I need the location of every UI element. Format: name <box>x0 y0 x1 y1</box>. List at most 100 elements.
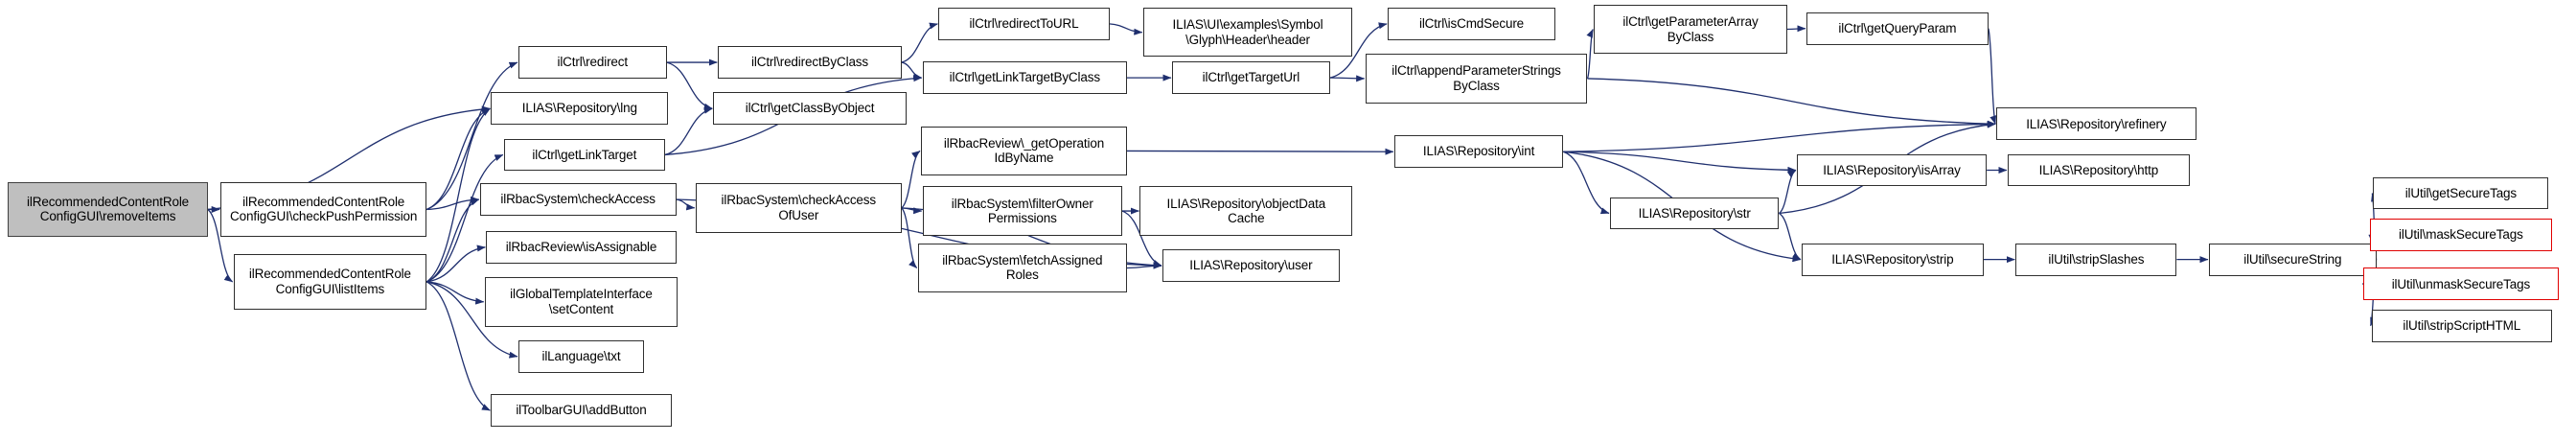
graph-node[interactable]: ILIAS\Repository\http <box>2007 153 2190 187</box>
graph-node[interactable]: ilUtil\maskSecureTags <box>2369 219 2552 251</box>
graph-node-label: ilToolbarGUI\addButton <box>516 403 647 418</box>
graph-node-label: ilUtil\stripScriptHTML <box>2403 317 2521 333</box>
graph-edge <box>1563 120 1996 152</box>
graph-node[interactable]: ilLanguage\txt <box>518 339 644 373</box>
graph-node-label: ilRbacSystem\filterOwner Permissions <box>951 196 1093 226</box>
graph-node[interactable]: ILIAS\Repository\refinery <box>1996 107 2196 141</box>
graph-node-label: ILIAS\Repository\lng <box>521 101 637 116</box>
graph-node-label: ILIAS\Repository\int <box>1422 144 1535 159</box>
graph-node-label: ILIAS\Repository\refinery <box>2026 116 2167 131</box>
graph-node[interactable]: ILIAS\Repository\str <box>1610 197 1780 230</box>
graph-node-label: ilCtrl\getLinkTarget <box>532 147 637 162</box>
graph-edge <box>426 281 485 305</box>
graph-node-label: ilCtrl\getClassByObject <box>745 101 875 116</box>
graph-node-label: ilCtrl\isCmdSecure <box>1418 16 1525 32</box>
graph-node-label: ilRecommendedContentRole ConfigGUI\check… <box>230 194 418 224</box>
graph-node-label: ILIAS\Repository\strip <box>1831 251 1954 267</box>
graph-node-label: ilRbacReview\_getOperation IdByName <box>943 135 1105 166</box>
graph-node-label: ilUtil\unmaskSecureTags <box>2391 276 2531 291</box>
graph-edge <box>1329 75 1366 82</box>
graph-node[interactable]: ilRbacSystem\checkAccess <box>479 183 677 216</box>
graph-node-label: ilUtil\maskSecureTags <box>2399 227 2523 243</box>
graph-node-label: ILIAS\Repository\isArray <box>1823 162 1961 177</box>
graph-node-label: ILIAS\Repository\objectData Cache <box>1166 196 1326 226</box>
graph-node-label: ilCtrl\appendParameterStrings ByClass <box>1392 63 1561 93</box>
graph-node-label: ilGlobalTemplateInterface \setContent <box>510 287 653 316</box>
graph-node[interactable]: ilCtrl\redirect <box>518 46 667 79</box>
graph-node[interactable]: ilToolbarGUI\addButton <box>491 394 672 427</box>
graph-edge <box>901 61 923 81</box>
graph-node[interactable]: ilRecommendedContentRole ConfigGUI\check… <box>220 181 427 238</box>
graph-node-label: ilRecommendedContentRole ConfigGUI\remov… <box>27 194 190 224</box>
graph-edge <box>901 150 921 209</box>
graph-node-label: ilRbacSystem\fetchAssigned Roles <box>942 252 1103 283</box>
graph-node[interactable]: ilCtrl\redirectToURL <box>938 8 1110 40</box>
graph-node[interactable]: ilCtrl\getQueryParam <box>1806 12 1989 45</box>
graph-edge <box>426 198 480 283</box>
graph-node-label: ilCtrl\getTargetUrl <box>1202 70 1300 85</box>
graph-node[interactable]: ilCtrl\getParameterArray ByClass <box>1594 4 1787 55</box>
graph-node-label: ilUtil\stripSlashes <box>2048 251 2145 267</box>
graph-edge <box>1587 78 1996 128</box>
graph-node[interactable]: ilCtrl\redirectByClass <box>718 46 902 79</box>
graph-edge <box>1563 151 1610 215</box>
graph-node-label: ilRbacSystem\checkAccess OfUser <box>721 193 877 222</box>
graph-node[interactable]: ilGlobalTemplateInterface \setContent <box>484 277 678 327</box>
graph-node-label: ilRbacReview\isAssignable <box>505 240 657 255</box>
graph-node-label: ilCtrl\getQueryParam <box>1838 20 1957 35</box>
graph-edge <box>1786 25 1806 33</box>
graph-node-label: ilCtrl\redirect <box>557 55 628 70</box>
graph-edge <box>1586 29 1594 80</box>
graph-node-label: ilRecommendedContentRole ConfigGUI\listI… <box>248 267 411 296</box>
graph-edge <box>1778 212 1802 261</box>
graph-edge <box>676 198 696 211</box>
graph-node[interactable]: ilRbacSystem\fetchAssigned Roles <box>917 243 1127 293</box>
graph-node[interactable]: ilCtrl\appendParameterStrings ByClass <box>1365 54 1588 104</box>
graph-node[interactable]: ilCtrl\getTargetUrl <box>1172 61 1330 94</box>
graph-edge <box>1778 169 1797 215</box>
graph-node[interactable]: ILIAS\Repository\objectData Cache <box>1139 186 1353 236</box>
graph-node[interactable]: ilUtil\stripSlashes <box>2015 243 2177 276</box>
graph-node[interactable]: ilRecommendedContentRole ConfigGUI\listI… <box>233 254 427 310</box>
graph-node[interactable]: ilCtrl\isCmdSecure <box>1388 8 1555 40</box>
graph-node-label: ilCtrl\redirectByClass <box>751 55 869 70</box>
graph-node-label: ILIAS\Repository\http <box>2038 162 2159 177</box>
graph-node-label: ilLanguage\txt <box>541 349 621 364</box>
graph-node-label: ilCtrl\getLinkTargetByClass <box>949 70 1100 85</box>
graph-edge <box>901 207 923 215</box>
graph-node[interactable]: ilRbacReview\isAssignable <box>486 230 677 264</box>
graph-node[interactable]: ilRbacSystem\checkAccess OfUser <box>695 183 902 233</box>
graph-edge <box>1563 151 1797 174</box>
graph-edge <box>901 207 918 268</box>
graph-edge <box>426 244 486 283</box>
graph-edge <box>426 196 480 211</box>
graph-node[interactable]: ILIAS\Repository\int <box>1393 135 1564 169</box>
graph-node[interactable]: ILIAS\Repository\isArray <box>1796 153 1988 187</box>
graph-edge <box>901 22 938 63</box>
graph-node[interactable]: ilCtrl\getLinkTarget <box>503 138 665 172</box>
graph-node[interactable]: ILIAS\UI\examples\Symbol \Glyph\Header\h… <box>1142 8 1353 58</box>
graph-edge <box>1988 28 1997 125</box>
graph-node[interactable]: ILIAS\Repository\lng <box>491 92 669 126</box>
graph-node[interactable]: ilUtil\secureString <box>2208 243 2377 276</box>
graph-node[interactable]: ilRbacSystem\filterOwner Permissions <box>922 186 1122 236</box>
graph-edge <box>664 106 713 156</box>
graph-node[interactable]: ilUtil\stripScriptHTML <box>2371 309 2552 342</box>
graph-node[interactable]: ilCtrl\getLinkTargetByClass <box>922 61 1127 94</box>
graph-node[interactable]: ilUtil\getSecureTags <box>2373 176 2549 210</box>
graph-node-label: ILIAS\UI\examples\Symbol \Glyph\Header\h… <box>1172 17 1323 47</box>
graph-node-label: ilUtil\getSecureTags <box>2404 185 2518 200</box>
graph-node[interactable]: ILIAS\Repository\user <box>1162 249 1340 282</box>
graph-edge <box>426 281 491 411</box>
graph-node[interactable]: ilRbacReview\_getOperation IdByName <box>920 126 1127 176</box>
graph-node[interactable]: ilCtrl\getClassByObject <box>713 92 907 126</box>
graph-edge <box>1126 262 1162 269</box>
graph-edge <box>666 61 713 110</box>
graph-node-label: ILIAS\Repository\str <box>1638 205 1751 221</box>
graph-node[interactable]: ILIAS\Repository\strip <box>1801 243 1984 276</box>
graph-node[interactable]: ilRecommendedContentRole ConfigGUI\remov… <box>8 181 208 238</box>
graph-edge <box>1109 23 1143 35</box>
graph-node[interactable]: ilUtil\unmaskSecureTags <box>2363 268 2559 301</box>
graph-node-label: ilRbacSystem\checkAccess <box>500 192 656 207</box>
